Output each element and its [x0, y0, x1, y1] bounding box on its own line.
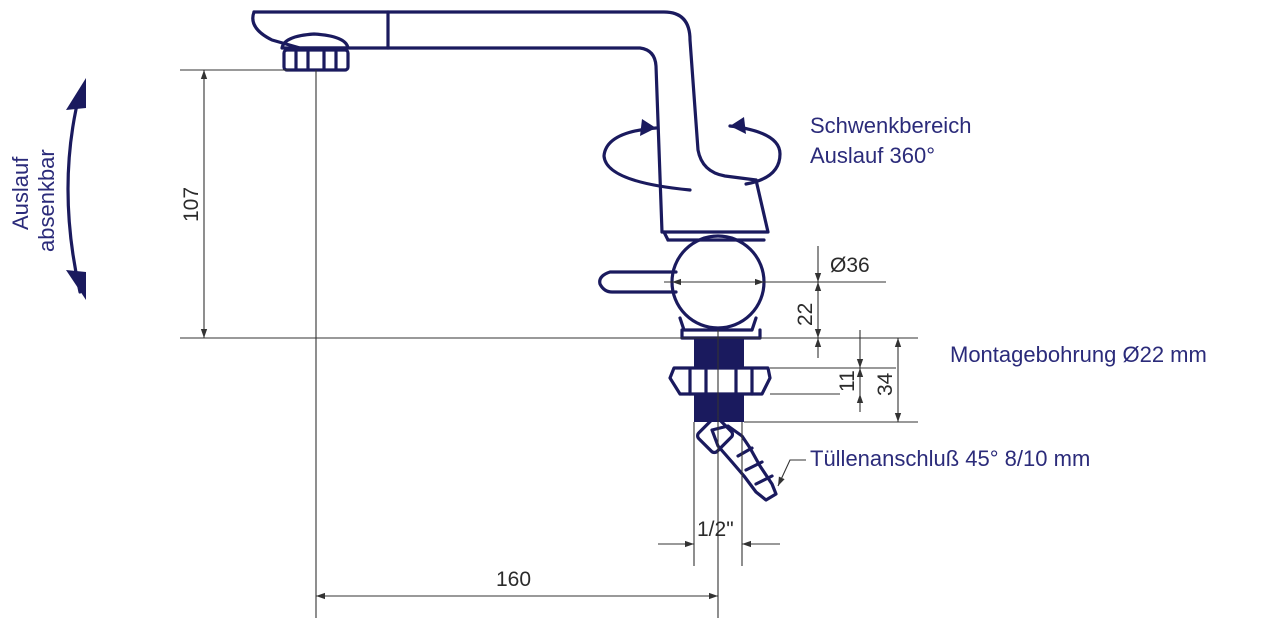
- dimension-thread: 1/2": [697, 518, 734, 541]
- dimension-body-height: 22: [794, 303, 817, 326]
- hose-connection-label: Tüllenanschluß 45° 8/10 mm: [810, 446, 1090, 471]
- swivel-label-line2: Auslauf 360°: [810, 143, 935, 168]
- mounting-nut: [668, 366, 772, 396]
- lowerable-arrow: [66, 78, 86, 300]
- spout-arm-underside: [251, 10, 664, 234]
- swivel-arrow: [602, 117, 782, 192]
- dimension-height: 107: [180, 187, 203, 222]
- swivel-label-line1: Schwenkbereich: [810, 113, 971, 138]
- reference-lines: [180, 69, 918, 618]
- mounting-hole-label: Montagebohrung Ø22 mm: [950, 342, 1207, 367]
- dimension-nut-height: 11: [836, 370, 859, 392]
- faucet-body: [251, 10, 778, 502]
- dimension-body-diameter: Ø36: [830, 254, 870, 277]
- lowerable-label-line1: Auslauf: [8, 156, 33, 230]
- spout-arm: [252, 10, 758, 182]
- dimension-lines: [200, 70, 902, 600]
- swivel-column: [660, 178, 770, 234]
- dimension-shank-height: 34: [874, 372, 897, 396]
- threaded-shank: [694, 338, 744, 368]
- lever-handle: [598, 270, 678, 294]
- lowerable-label-line2: absenkbar: [34, 149, 59, 252]
- aerator: [280, 32, 350, 50]
- dimension-reach: 160: [496, 568, 531, 591]
